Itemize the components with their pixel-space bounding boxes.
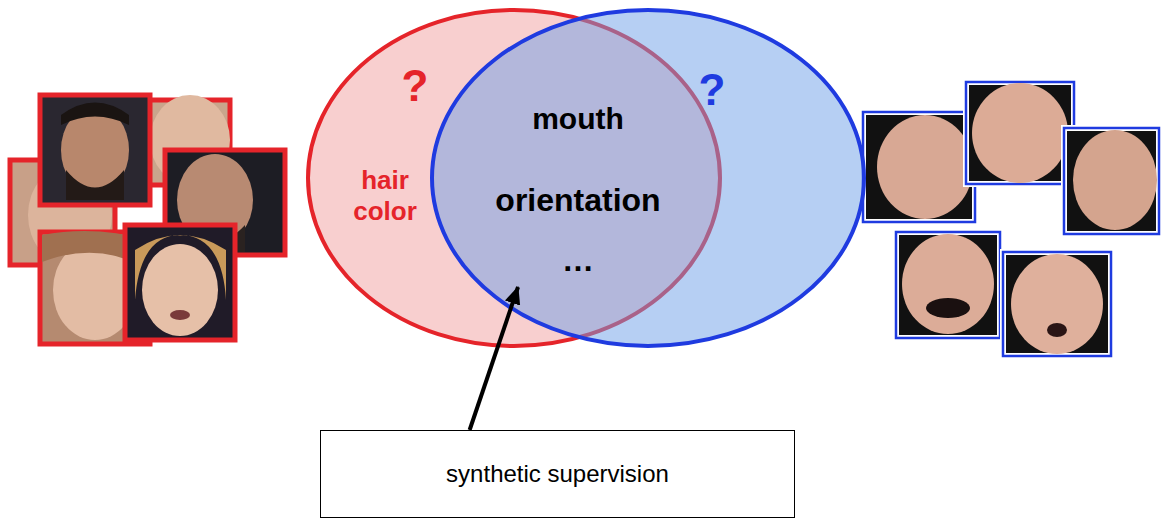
face [1011, 254, 1103, 354]
label-text: synthetic supervision [446, 460, 669, 489]
text-slot: … [478, 241, 678, 279]
face-photo [1003, 252, 1111, 356]
face-photo [863, 112, 975, 222]
photo-frame [966, 82, 1074, 184]
face [877, 115, 973, 219]
photo-frame [863, 112, 975, 222]
text-slot: ? [677, 64, 747, 117]
hair [61, 103, 129, 126]
callout-box: synthetic supervision [320, 430, 795, 518]
face-photo [125, 225, 235, 340]
venn-intersection: mouth orientation … [478, 95, 678, 287]
face [1073, 130, 1157, 230]
face-photo [40, 95, 150, 205]
label-text: hair color [335, 165, 435, 227]
photo-frame [1003, 252, 1111, 356]
mouth [926, 298, 970, 318]
circle-shape [432, 10, 864, 346]
text-slot: mouth [478, 101, 678, 137]
face-photo [966, 82, 1074, 184]
photo-frame [125, 225, 235, 340]
photo-frame [863, 112, 975, 222]
face [972, 83, 1068, 183]
hair [135, 235, 226, 300]
beard [66, 170, 124, 200]
photo-frame [966, 82, 1074, 184]
photo-frame [896, 232, 1000, 338]
face-photo [1064, 128, 1159, 234]
mouth [1047, 323, 1067, 337]
label-text: orientation [495, 181, 660, 219]
venn-circle: ? [430, 8, 866, 348]
photo-frame [1003, 252, 1111, 356]
venn-circle: ? hair color mouth orientation … [306, 8, 722, 348]
photo-frame [40, 95, 150, 205]
text-slot: ? [380, 60, 450, 113]
label-text: … [562, 241, 594, 279]
photo-frame [1064, 128, 1159, 234]
face-photo [896, 232, 1000, 338]
text-slot: hair color [335, 165, 435, 227]
label-text: ? [699, 64, 726, 117]
photo-frame [1064, 128, 1159, 234]
mouth [170, 310, 190, 320]
photo-frame [896, 232, 1000, 338]
circle-outline [430, 8, 866, 348]
text-slot: orientation [478, 181, 678, 219]
face [142, 244, 218, 336]
label-text: mouth [532, 101, 624, 137]
label-text: ? [402, 60, 429, 113]
face [902, 234, 994, 334]
